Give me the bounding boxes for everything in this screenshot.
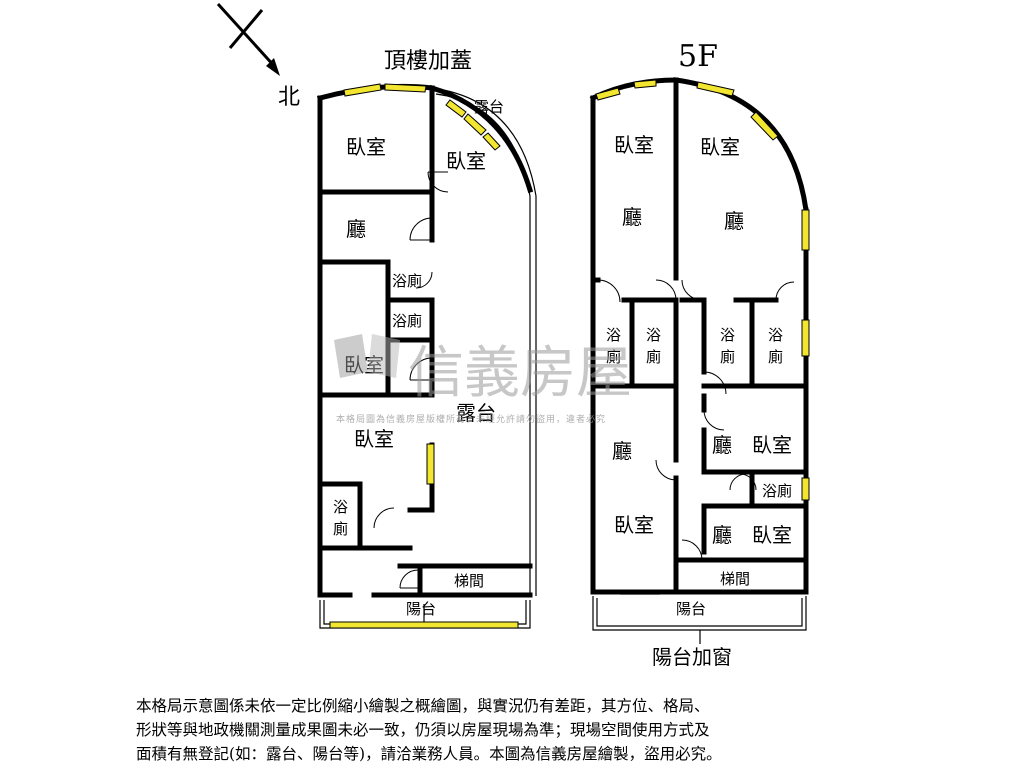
room-bathroom: 廁 [720,348,735,366]
room-balcony: 陽台 [406,600,436,618]
room-bathroom: 廁 [333,520,348,538]
room-bedroom: 臥室 [752,433,792,457]
room-living: 廳 [712,523,732,547]
room-bathroom: 廁 [768,348,783,366]
room-bathroom: 浴 [646,326,661,344]
room-living: 廳 [712,433,732,457]
brand-logo-icon [368,334,400,378]
watermark-brand: 信義房屋 [408,341,632,406]
watermark-notice: 本格局圖為信義房屋版權所有，未經允許請勿盜用，違者必究 [336,413,606,425]
window [329,621,519,629]
window [463,113,487,136]
window [750,111,779,141]
room-living: 廳 [622,205,642,229]
room-stairs: 梯間 [720,570,750,588]
right-windows [595,79,810,501]
room-bedroom: 臥室 [346,135,386,159]
window [696,81,735,97]
room-stairs: 梯間 [454,572,484,590]
room-living: 廳 [724,209,744,233]
window [343,83,382,97]
room-balcony: 陽台 [676,600,706,618]
room-bedroom: 臥室 [354,427,394,451]
room-bedroom: 臥室 [446,149,486,173]
room-bathroom: 浴廁 [392,312,422,330]
room-living: 廳 [612,439,632,463]
window [801,319,810,357]
disclaimer-line: 面積有無登記(如：露台、陽台等)，請洽業務人員。本圖為信義房屋繪製，盜用必究。 [136,745,722,763]
north-label: 北 [278,85,300,110]
right-plan-title: 5F [678,39,718,74]
room-bedroom: 臥室 [614,133,654,157]
left-doors [373,171,449,589]
floor-plan-canvas: 北 頂樓加蓋 [216,2,810,669]
room-bedroom: 臥室 [700,135,740,159]
disclaimer: 本格局示意圖係未依一定比例縮小繪製之概繪圖，與實況仍有差距，其方位、格局、 形狀… [136,694,896,766]
room-bedroom: 臥室 [752,523,792,547]
disclaimer-line: 本格局示意圖係未依一定比例縮小繪製之概繪圖，與實況仍有差距，其方位、格局、 [136,697,710,715]
window [801,209,810,251]
room-bathroom: 廁 [606,348,621,366]
window [426,443,435,485]
window [445,99,467,118]
room-bathroom: 浴 [768,326,783,344]
left-plan-title: 頂樓加蓋 [384,49,472,74]
right-doors [597,279,795,561]
room-bathroom: 浴 [606,326,621,344]
room-bedroom: 臥室 [614,513,654,537]
balcony-note: 陽台加窗 [652,645,732,669]
room-bathroom: 廁 [646,348,661,366]
room-bathroom: 浴廁 [392,272,422,290]
watermark: 信義房屋 本格局圖為信義房屋版權所有，未經允許請勿盜用，違者必究 [334,334,632,425]
window [595,87,621,101]
north-arrow-icon [216,2,280,76]
room-terrace: 露台 [474,98,504,116]
window [482,132,501,151]
window [633,79,657,89]
room-terrace: 露台 [456,401,496,425]
window [801,477,810,501]
left-windows [329,83,519,629]
disclaimer-line: 形狀等與地政機關測量成果圖未必一致，仍須以房屋現場為準；現場空間使用方式及 [136,721,710,739]
room-bathroom: 浴廁 [762,482,792,500]
room-living: 廳 [346,217,366,241]
room-bathroom: 浴 [333,498,348,516]
window [384,83,427,93]
room-bathroom: 浴 [720,326,735,344]
brand-logo-icon [334,334,368,378]
